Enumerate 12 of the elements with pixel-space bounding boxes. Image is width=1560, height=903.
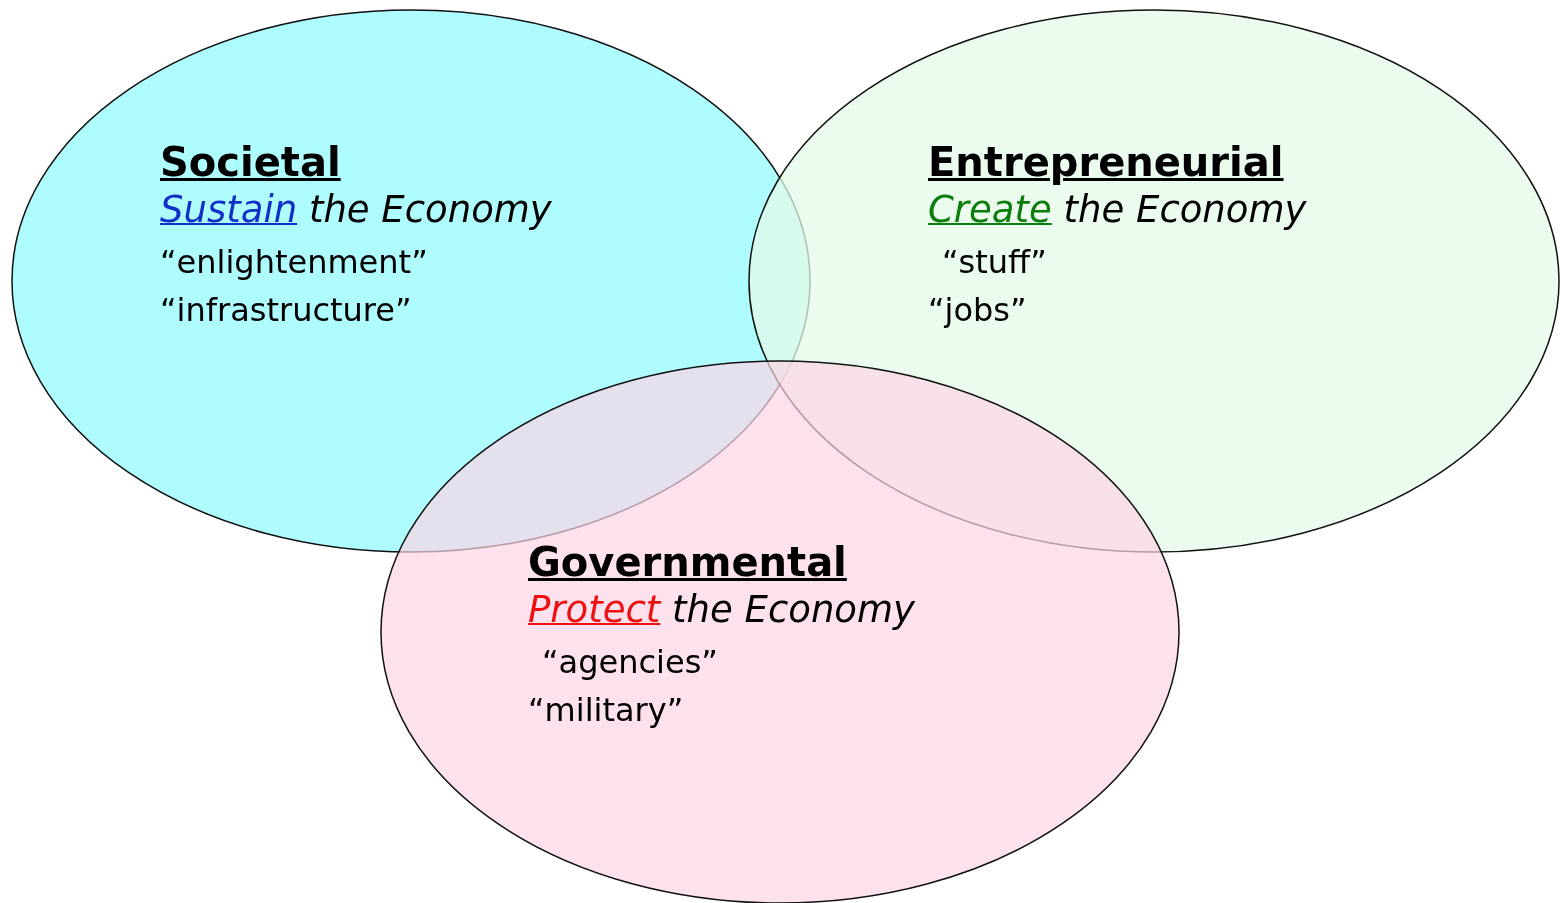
- section-heading: Governmental: [528, 538, 847, 586]
- subtitle-text: Protect the Economy: [528, 587, 915, 633]
- quoted-term: “infrastructure”: [160, 290, 413, 332]
- section-heading: Societal: [160, 138, 341, 186]
- quoted-term: “agencies”: [541, 642, 719, 684]
- quoted-term: “stuff”: [941, 242, 1048, 284]
- subtitle-text: Create the Economy: [928, 187, 1307, 233]
- section-heading: Entrepreneurial: [928, 138, 1284, 186]
- quoted-term: “jobs”: [928, 290, 1028, 332]
- quoted-term: “enlightenment”: [160, 242, 429, 284]
- subtitle-text: Sustain the Economy: [160, 187, 552, 233]
- quoted-term: “military”: [528, 690, 685, 732]
